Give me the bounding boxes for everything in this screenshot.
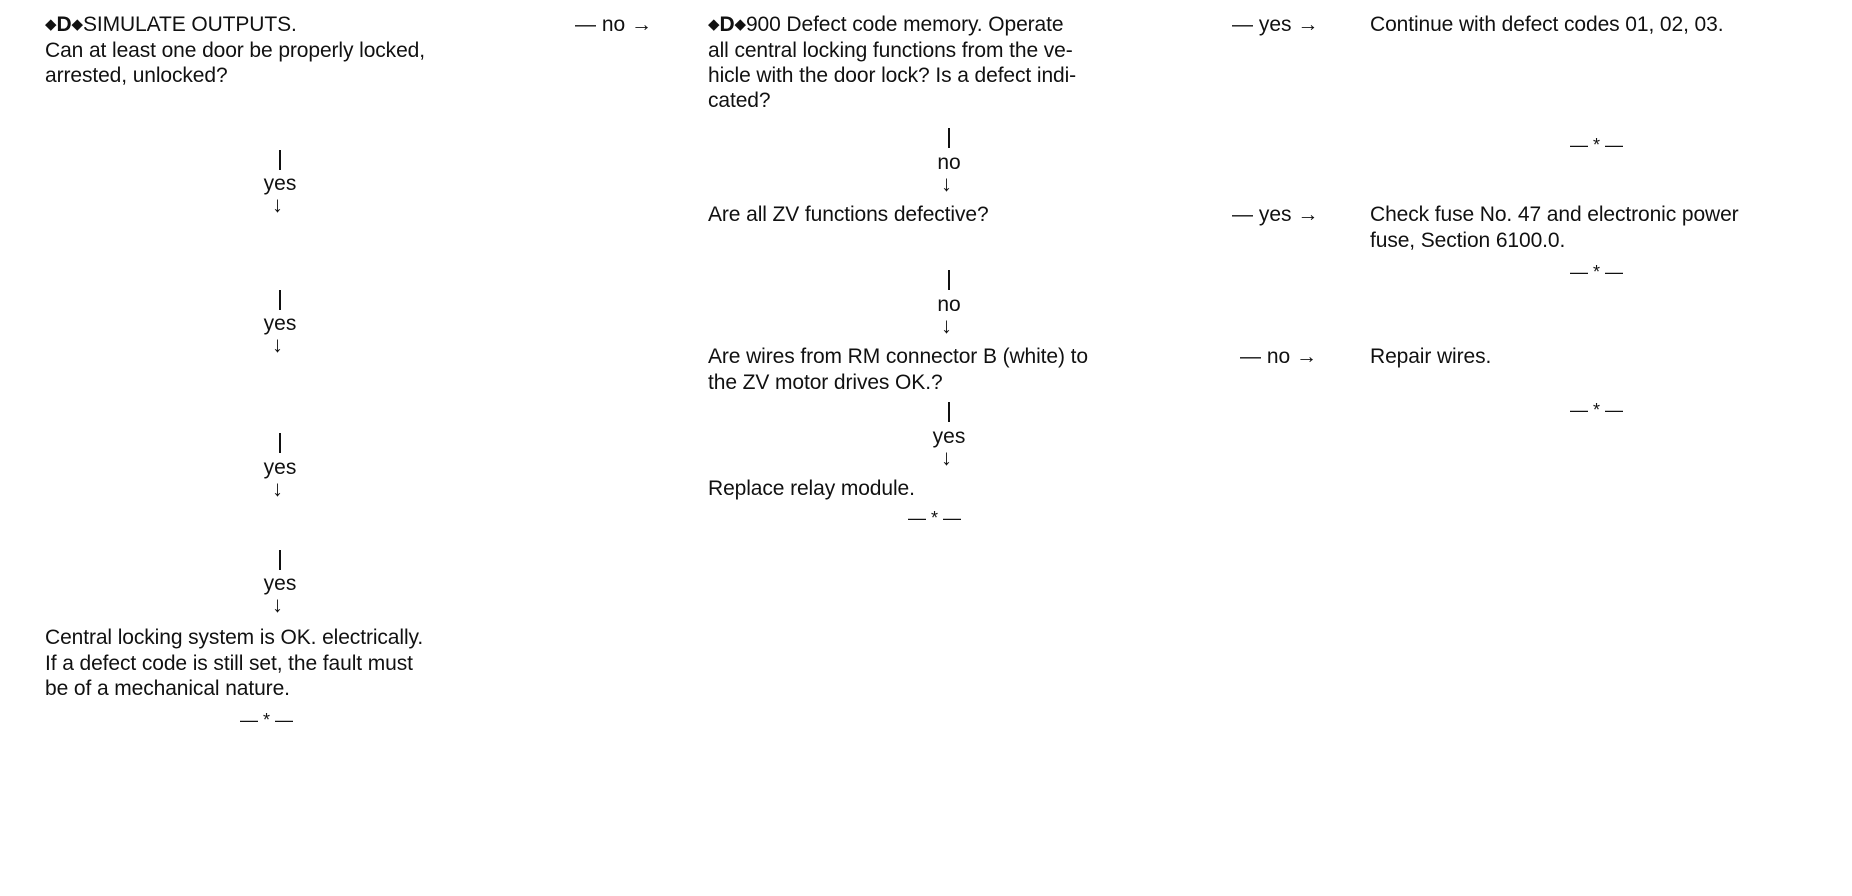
column2-question-2: Are all ZV functions defective? — [708, 203, 989, 226]
column1-heading-text: SIMULATE OUTPUTS. — [82, 13, 297, 36]
end-mark: — * — — [908, 508, 962, 528]
column3-result-2-line-2: fuse, Section 6100.0. — [1370, 229, 1566, 252]
column2-heading-line-1: 900 Defect code memory. Operate — [745, 13, 1064, 36]
column3-result-2-line-1: Check fuse No. 47 and electronic power — [1370, 203, 1739, 226]
flow-line — [279, 433, 281, 453]
flow-label-yes: yes — [263, 456, 297, 479]
column3-result-3: Repair wires. — [1370, 345, 1492, 368]
flow-label-no: no — [937, 293, 961, 316]
down-arrow-icon: ↓ — [941, 445, 952, 470]
column2-heading-marker: D — [719, 13, 735, 36]
flow-label-yes: yes — [263, 172, 297, 195]
flow-line — [279, 150, 281, 170]
column3-result-1: Continue with defect codes 01, 02, 03. — [1370, 13, 1724, 36]
diamond-bullet-icon: ◆ — [708, 16, 720, 33]
flow-line — [279, 290, 281, 310]
column1-result-line-1: Central locking system is OK. electrical… — [45, 626, 424, 649]
connector-yes-arrow: — yes → — [1232, 203, 1319, 226]
diamond-bullet-icon: ◆ — [734, 16, 747, 33]
connector-yes-arrow: — yes → — [1232, 13, 1319, 36]
connector-no-arrow: — no → — [1240, 345, 1318, 368]
column2-heading: ◆D◆900 Defect code memory. Operate — [708, 12, 1064, 39]
column1-question-line-1: Can at least one door be properly locked… — [45, 39, 425, 62]
connector-no-arrow: — no → — [575, 13, 653, 36]
column2-heading-line-3: hicle with the door lock? Is a defect in… — [708, 64, 1077, 87]
down-arrow-icon: ↓ — [272, 592, 283, 617]
flow-line — [279, 550, 281, 570]
column2-heading-line-4: cated? — [708, 89, 771, 112]
column1-heading: ◆D◆SIMULATE OUTPUTS. — [45, 12, 297, 39]
flow-label-yes: yes — [263, 572, 297, 595]
flow-label-no: no — [937, 151, 961, 174]
down-arrow-icon: ↓ — [941, 171, 952, 196]
down-arrow-icon: ↓ — [272, 192, 283, 217]
flow-line — [948, 402, 950, 422]
column1-heading-marker: D — [56, 13, 72, 36]
diamond-bullet-icon: ◆ — [71, 16, 84, 33]
flow-line — [948, 270, 950, 290]
column1-result-line-2: If a defect code is still set, the fault… — [45, 652, 413, 675]
end-mark: — * — — [1570, 400, 1624, 420]
column2-question-3-line-2: the ZV motor drives OK.? — [708, 371, 943, 394]
column2-heading-line-2: all central locking functions from the v… — [708, 39, 1073, 62]
down-arrow-icon: ↓ — [272, 332, 283, 357]
end-mark: — * — — [1570, 135, 1624, 155]
column1-question-line-2: arrested, unlocked? — [45, 64, 228, 87]
flow-label-yes: yes — [932, 425, 966, 448]
column2-result: Replace relay module. — [708, 477, 915, 500]
flow-line — [948, 128, 950, 148]
diamond-bullet-icon: ◆ — [45, 16, 57, 33]
down-arrow-icon: ↓ — [941, 313, 952, 338]
down-arrow-icon: ↓ — [272, 476, 283, 501]
column2-question-3-line-1: Are wires from RM connector B (white) to — [708, 345, 1088, 368]
column1-result-line-3: be of a mechanical nature. — [45, 677, 290, 700]
end-mark: — * — — [1570, 262, 1624, 282]
end-mark: — * — — [240, 710, 294, 730]
flow-label-yes: yes — [263, 312, 297, 335]
